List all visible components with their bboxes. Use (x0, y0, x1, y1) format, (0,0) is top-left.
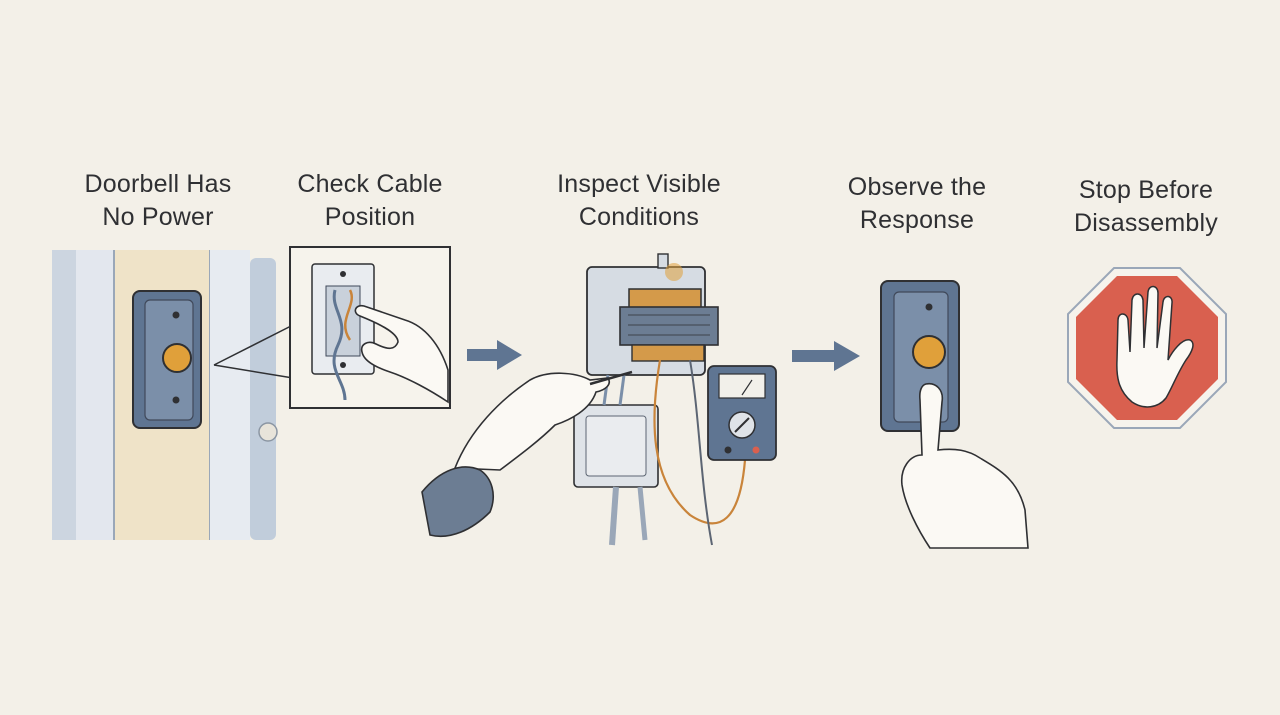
step-label-line: Response (859, 206, 975, 234)
step-label-check-cable: Check Cable Position (270, 168, 470, 234)
step-label-stop: Stop Before Disassembly (1040, 174, 1252, 240)
test-leads (653, 359, 747, 546)
step-label-line: Inspect Visible (557, 170, 721, 198)
step-label-line: No Power (102, 203, 214, 231)
step-label-line: Observe the (847, 173, 987, 201)
step-label-line: Doorbell Has (84, 170, 232, 198)
arrow-right-icon (792, 341, 860, 371)
junction-box-icon (573, 374, 659, 546)
step-label-line: Conditions (578, 203, 700, 231)
arrow-right-icon (467, 340, 522, 370)
step-label-line: Position (324, 203, 416, 231)
probe-hand-icon (421, 370, 633, 537)
step-label-line: Stop Before (1078, 176, 1214, 204)
pressing-hand-icon (900, 382, 1029, 549)
step-label-observe: Observe the Response (812, 171, 1022, 237)
hand-icon (354, 304, 449, 404)
doorbell-icon (132, 290, 202, 429)
transformer-icon (586, 253, 719, 376)
multimeter-icon (707, 365, 777, 461)
step-label-line: Check Cable (297, 170, 443, 198)
step-label-inspect: Inspect Visible Conditions (524, 168, 754, 234)
step-label-no-power: Doorbell Has No Power (58, 168, 258, 234)
step-label-line: Disassembly (1074, 209, 1218, 237)
stop-sign-icon (1067, 267, 1227, 429)
